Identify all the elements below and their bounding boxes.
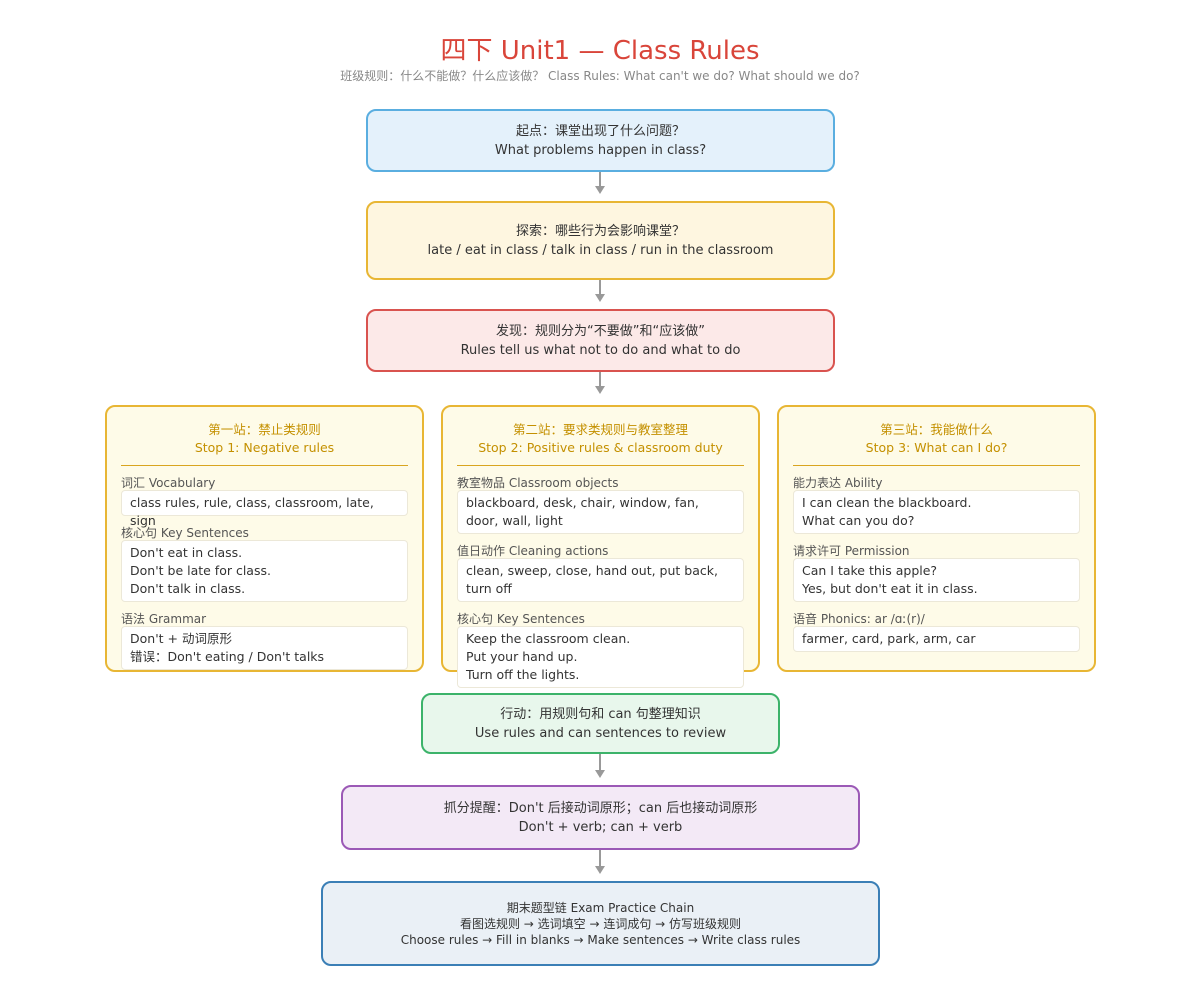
- find-node-cn: 发现：规则分为“不要做”和“应该做”: [496, 323, 705, 339]
- station-2: 第二站：要求类规则与教室整理 Stop 2: Positive rules & …: [441, 405, 760, 688]
- station-3-phonics-label: 语音 Phonics: ar /ɑː(r)/: [793, 612, 925, 626]
- station-3-header: 第三站：我能做什么 Stop 3: What can I do?: [793, 421, 1080, 466]
- station-3-phonics-box: farmer, card, park, arm, car: [793, 626, 1080, 652]
- station-1-key-line: Don't be late for class.: [130, 563, 271, 578]
- station-3-permission-line: Can I take this apple?: [802, 563, 938, 578]
- station-1-header: 第一站：禁止类规则 Stop 1: Negative rules: [121, 421, 408, 466]
- station-2-key-line: Keep the classroom clean.: [466, 631, 631, 646]
- station-1-grammar-line: 错误：Don't eating / Don't talks: [130, 649, 325, 664]
- station-2-actions-line: clean, sweep, close, hand out, put back,…: [466, 563, 718, 596]
- station-2-title-en: Stop 2: Positive rules & classroom duty: [478, 440, 723, 455]
- station-1-grammar-box: Don't + 动词原形 错误：Don't eating / Don't tal…: [121, 626, 408, 670]
- station-1-key-line: Don't eat in class.: [130, 545, 243, 560]
- exam-node-line3: Choose rules → Fill in blanks → Make sen…: [400, 932, 801, 947]
- explore-node: 探索：哪些行为会影响课堂？ late / eat in class / talk…: [366, 201, 835, 280]
- station-2-actions-box: clean, sweep, close, hand out, put back,…: [457, 558, 744, 602]
- station-3-phonics-line: farmer, card, park, arm, car: [802, 631, 976, 646]
- station-1-key-box: Don't eat in class. Don't be late for cl…: [121, 540, 408, 602]
- station-1: 第一站：禁止类规则 Stop 1: Negative rules 词汇 Voca…: [105, 405, 424, 672]
- station-3-permission-label: 请求许可 Permission: [793, 544, 910, 558]
- exam-node: 期末题型链 Exam Practice Chain 看图选规则 → 选词填空 →…: [321, 881, 880, 966]
- tip-node: 抓分提醒：Don't 后接动词原形；can 后也接动词原形 Don't + ve…: [341, 785, 860, 850]
- tip-node-en: Don't + verb; can + verb: [518, 819, 683, 835]
- station-1-vocab-label: 词汇 Vocabulary: [121, 476, 216, 490]
- find-node-en: Rules tell us what not to do and what to…: [460, 342, 741, 358]
- exam-node-line2: 看图选规则 → 选词填空 → 连词成句 → 仿写班级规则: [459, 916, 742, 931]
- explore-node-en: late / eat in class / talk in class / ru…: [427, 242, 774, 258]
- explore-node-cn: 探索：哪些行为会影响课堂？: [515, 223, 685, 239]
- station-1-vocab-box: class rules, rule, class, classroom, lat…: [121, 490, 408, 528]
- exam-node-line1: 期末题型链 Exam Practice Chain: [506, 900, 695, 915]
- station-3-permission-box: Can I take this apple? Yes, but don't ea…: [793, 558, 1080, 602]
- station-3-title-cn: 第三站：我能做什么: [880, 422, 993, 437]
- station-3-permission-line: Yes, but don't eat it in class.: [802, 581, 978, 596]
- station-3-title-en: Stop 3: What can I do?: [865, 440, 1008, 455]
- action-node-en: Use rules and can sentences to review: [474, 725, 727, 741]
- station-1-vocab-line: class rules, rule, class, classroom, lat…: [130, 495, 374, 528]
- station-2-objects-label: 教室物品 Classroom objects: [457, 476, 619, 490]
- arrow-start-explore: [595, 172, 605, 196]
- page-subtitle: 班级规则：什么不能做？什么应该做？ Class Rules: What can'…: [340, 69, 860, 83]
- start-node: 起点：课堂出现了什么问题？ What problems happen in cl…: [366, 109, 835, 172]
- arrow-tip-exam: [595, 850, 605, 876]
- arrow-action-tip: [595, 754, 605, 780]
- start-node-en: What problems happen in class?: [494, 142, 707, 158]
- station-2-key-line: Put your hand up.: [466, 649, 578, 664]
- arrow-find-stations: [595, 372, 605, 396]
- station-1-title-en: Stop 1: Negative rules: [194, 440, 335, 455]
- station-3: 第三站：我能做什么 Stop 3: What can I do? 能力表达 Ab…: [777, 405, 1096, 672]
- station-2-objects-line: blackboard, desk, chair, window, fan, do…: [466, 495, 699, 528]
- tip-node-cn: 抓分提醒：Don't 后接动词原形；can 后也接动词原形: [443, 800, 758, 816]
- station-1-key-label: 核心句 Key Sentences: [121, 526, 249, 540]
- find-node: 发现：规则分为“不要做”和“应该做” Rules tell us what no…: [366, 309, 835, 372]
- station-1-title-cn: 第一站：禁止类规则: [208, 422, 321, 437]
- station-1-grammar-label: 语法 Grammar: [121, 612, 207, 626]
- station-2-objects-box: blackboard, desk, chair, window, fan, do…: [457, 490, 744, 534]
- action-node: 行动：用规则句和 can 句整理知识 Use rules and can sen…: [421, 693, 780, 754]
- station-3-ability-line: I can clean the blackboard.: [802, 495, 972, 510]
- station-2-title-cn: 第二站：要求类规则与教室整理: [512, 422, 688, 437]
- station-2-key-label: 核心句 Key Sentences: [457, 612, 585, 626]
- station-2-key-box: Keep the classroom clean. Put your hand …: [457, 626, 744, 688]
- station-3-ability-box: I can clean the blackboard. What can you…: [793, 490, 1080, 534]
- station-3-ability-label: 能力表达 Ability: [793, 476, 883, 490]
- station-2-actions-label: 值日动作 Cleaning actions: [457, 544, 609, 558]
- start-node-cn: 起点：课堂出现了什么问题？: [515, 123, 685, 139]
- station-3-ability-line: What can you do?: [802, 513, 915, 528]
- station-2-header: 第二站：要求类规则与教室整理 Stop 2: Positive rules & …: [457, 421, 744, 466]
- station-1-grammar-line: Don't + 动词原形: [130, 631, 232, 646]
- action-node-cn: 行动：用规则句和 can 句整理知识: [500, 706, 701, 722]
- station-2-key-line: Turn off the lights.: [466, 667, 580, 682]
- page-title: 四下 Unit1 — Class Rules: [440, 36, 760, 66]
- arrow-explore-find: [595, 280, 605, 304]
- station-1-key-line: Don't talk in class.: [130, 581, 246, 596]
